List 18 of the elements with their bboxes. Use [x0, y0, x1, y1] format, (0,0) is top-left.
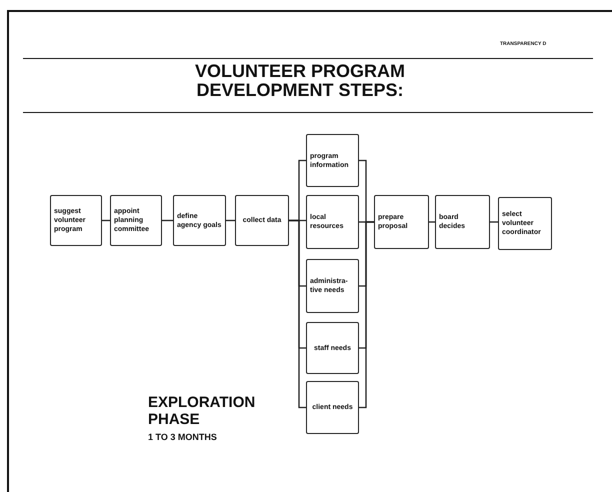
title: VOLUNTEER PROGRAM DEVELOPMENT STEPS:: [194, 62, 406, 100]
step-box: [173, 195, 226, 246]
connector-line: [162, 220, 173, 222]
step-box: [498, 197, 552, 250]
step-box: [374, 195, 429, 249]
step-box: [110, 195, 162, 246]
step-box: [306, 322, 359, 374]
connector-line: [289, 220, 306, 408]
step-box: [50, 195, 102, 246]
connector-line: [359, 221, 374, 408]
step-box: [235, 195, 289, 246]
duration-label: 1 TO 3 MONTHS: [148, 432, 217, 442]
step-box: [435, 195, 490, 249]
step-box: [306, 195, 359, 249]
step-box: [306, 259, 359, 313]
step-box: [306, 134, 359, 187]
phase-heading: EXPLORATION PHASE: [148, 394, 256, 428]
step-box: [306, 381, 359, 434]
